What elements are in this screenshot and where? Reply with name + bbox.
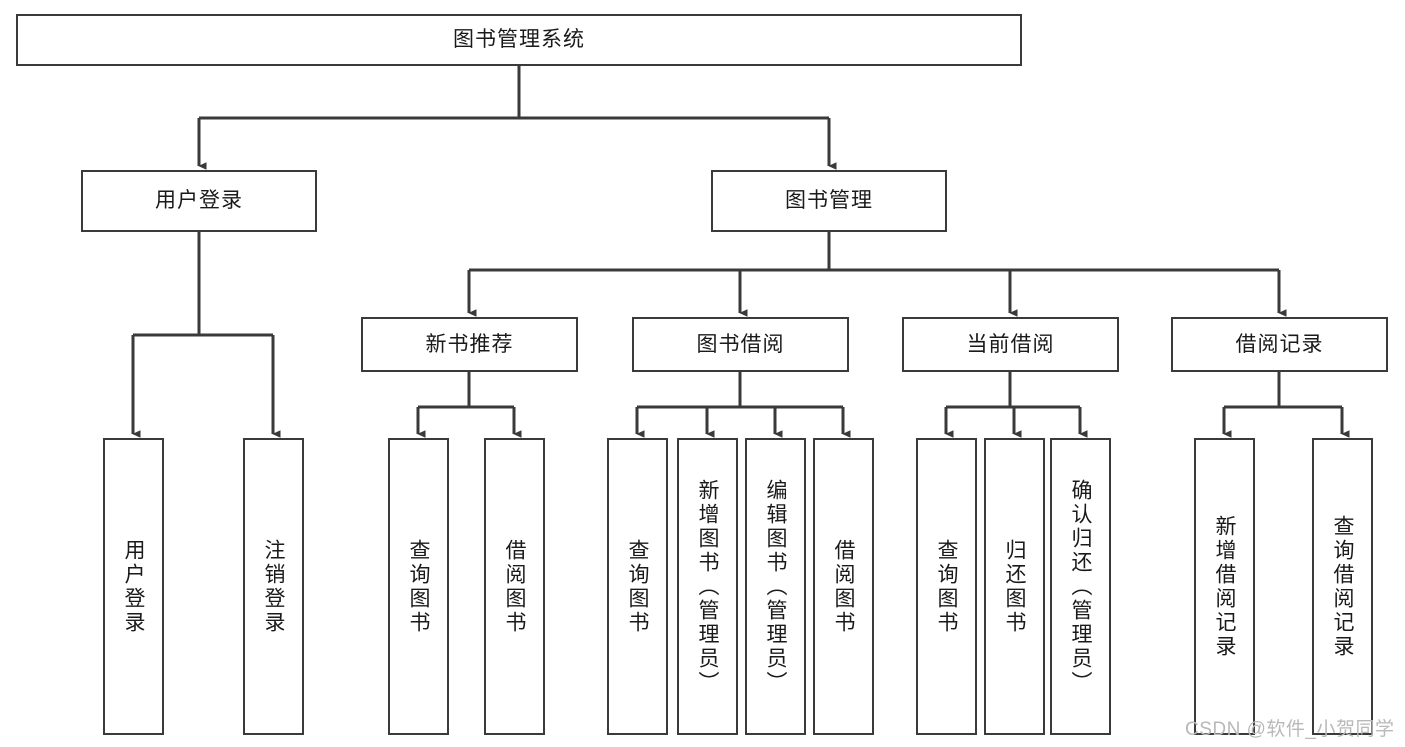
node-borrow-record[interactable]: 借阅记录 [1171,317,1388,372]
node-leaf-query-borrow-record-label: 查询借阅记录 [1331,514,1354,659]
watermark: CSDN @软件_小贺同学 [1185,719,1395,740]
node-leaf-add-book-admin[interactable]: 新增图书（管理员） [677,438,738,735]
node-leaf-user-logout-label: 注销登录 [262,538,285,635]
node-current-borrow[interactable]: 当前借阅 [902,317,1119,372]
node-leaf-add-borrow-record[interactable]: 新增借阅记录 [1194,438,1255,735]
node-leaf-query-book-borrow[interactable]: 查询图书 [607,438,668,735]
node-leaf-return-book[interactable]: 归还图书 [984,438,1045,735]
node-leaf-user-login[interactable]: 用户登录 [103,438,164,735]
node-leaf-add-book-admin-label: 新增图书（管理员） [696,478,719,695]
node-leaf-query-book-rec[interactable]: 查询图书 [388,438,449,735]
node-book-borrow[interactable]: 图书借阅 [632,317,849,372]
node-leaf-query-book-current[interactable]: 查询图书 [916,438,977,735]
node-leaf-user-logout[interactable]: 注销登录 [243,438,304,735]
node-leaf-edit-book-admin-label: 编辑图书（管理员） [764,478,787,695]
node-new-book-recommend[interactable]: 新书推荐 [361,317,578,372]
node-leaf-return-book-label: 归还图书 [1003,538,1026,635]
node-leaf-query-book-borrow-label: 查询图书 [626,538,649,635]
node-leaf-query-borrow-record[interactable]: 查询借阅记录 [1312,438,1373,735]
node-book-borrow-label: 图书借阅 [696,332,785,356]
node-leaf-borrow-book-rec-label: 借阅图书 [503,538,526,635]
node-current-borrow-label: 当前借阅 [966,332,1055,356]
node-borrow-record-label: 借阅记录 [1235,332,1324,356]
node-root-label: 图书管理系统 [453,28,585,52]
node-leaf-confirm-return-admin-label: 确认归还（管理员） [1069,478,1092,695]
node-leaf-borrow-book-label: 借阅图书 [832,538,855,635]
node-leaf-borrow-book-rec[interactable]: 借阅图书 [484,438,545,735]
node-leaf-borrow-book[interactable]: 借阅图书 [813,438,874,735]
node-user-login-label: 用户登录 [155,189,243,213]
node-leaf-user-login-label: 用户登录 [122,538,145,635]
node-book-manage[interactable]: 图书管理 [711,170,947,232]
node-book-manage-label: 图书管理 [785,189,873,213]
node-leaf-edit-book-admin[interactable]: 编辑图书（管理员） [745,438,806,735]
node-new-book-recommend-label: 新书推荐 [425,332,514,356]
node-user-login[interactable]: 用户登录 [81,170,317,232]
node-root[interactable]: 图书管理系统 [16,14,1022,66]
node-leaf-query-book-rec-label: 查询图书 [407,538,430,635]
node-leaf-query-book-current-label: 查询图书 [935,538,958,635]
node-leaf-confirm-return-admin[interactable]: 确认归还（管理员） [1050,438,1111,735]
node-leaf-add-borrow-record-label: 新增借阅记录 [1213,514,1236,659]
